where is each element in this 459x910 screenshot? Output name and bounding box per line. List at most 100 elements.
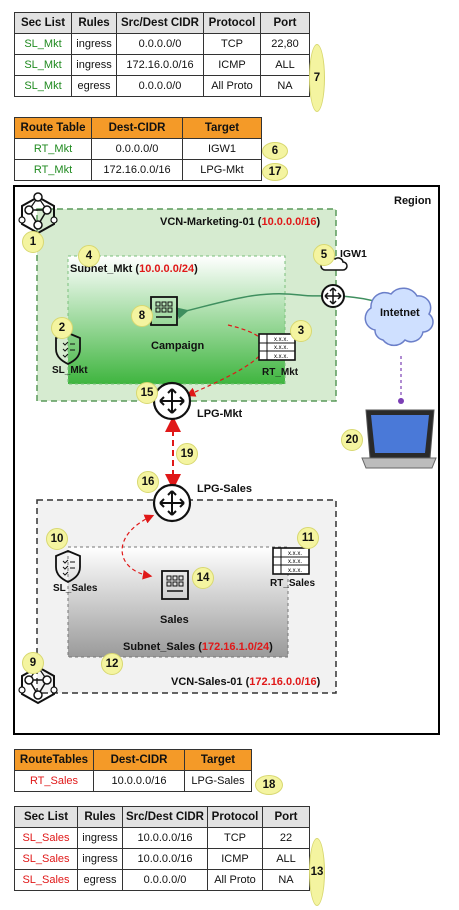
step-badge: 11 [297, 527, 319, 549]
cell: 22,80 [260, 33, 310, 55]
cell: All Proto [203, 75, 261, 97]
lpg-sales-to-sales-line [121, 514, 155, 580]
region-label: Region [394, 195, 432, 207]
step-badge: 16 [137, 471, 159, 493]
step-badge: 7 [309, 44, 325, 112]
lpg-sales-router-icon [152, 483, 192, 523]
subnet-cidr: 172.16.1.0/24 [201, 641, 270, 653]
cell: egress [77, 869, 123, 891]
subnet-sales-label: Subnet_Sales (172.16.1.0/24) [123, 641, 273, 653]
route-table-sales-table: RouteTables Dest-CIDR Target RT_Sales 10… [14, 749, 252, 792]
svg-text:x.x.x.: x.x.x. [288, 551, 302, 557]
vcn-cidr: 172.16.0.0/16 [249, 676, 317, 688]
svg-text:x.x.x.: x.x.x. [288, 568, 302, 574]
col-header: Src/Dest CIDR [122, 806, 208, 828]
cell: 0.0.0.0/0 [122, 869, 208, 891]
step-badge: 8 [131, 305, 153, 327]
col-header: Sec List [14, 806, 78, 828]
cell: ingress [71, 33, 117, 55]
rt-mkt-label: RT_Mkt [262, 367, 299, 378]
col-header: Rules [77, 806, 123, 828]
igw-router-icon [320, 256, 348, 308]
step-badge: 20 [341, 429, 363, 451]
laptop-icon [361, 409, 437, 469]
cell: TCP [207, 827, 263, 849]
step-badge: 10 [46, 528, 68, 550]
cell: 10.0.0.0/16 [122, 848, 208, 870]
step-badge: 6 [262, 142, 288, 160]
cell: NA [262, 869, 310, 891]
cell: IGW1 [182, 138, 262, 160]
col-header: Route Table [14, 117, 92, 139]
cell: ICMP [207, 848, 263, 870]
step-badge: 18 [255, 775, 283, 795]
cell: ICMP [203, 54, 261, 76]
sl-sales-label: SL_Sales [53, 583, 98, 594]
col-header: RouteTables [14, 749, 94, 771]
col-header: Dest-CIDR [93, 749, 185, 771]
cell: All Proto [207, 869, 263, 891]
step-badge: 3 [290, 320, 312, 342]
step-badge: 4 [78, 245, 100, 267]
lpg-sales-label: LPG-Sales [197, 483, 253, 495]
vcn-name: VCN-Sales-01 [171, 676, 243, 688]
svg-text:x.x.x.: x.x.x. [274, 354, 288, 360]
svg-text:x.x.x.: x.x.x. [288, 559, 302, 565]
col-header: Target [182, 117, 262, 139]
cell: RT_Sales [14, 770, 94, 792]
subnet-sales-boundary [67, 546, 289, 658]
igw-label: IGW1 [340, 248, 367, 260]
route-table-icon: x.x.x. x.x.x. x.x.x. [272, 547, 310, 575]
security-list-shield-icon [55, 550, 81, 584]
col-header: Rules [71, 12, 117, 34]
subnet-cidr: 10.0.0.0/24 [139, 263, 195, 275]
route-table-icon: x.x.x. x.x.x. x.x.x. [258, 333, 296, 361]
col-header: Dest-CIDR [91, 117, 183, 139]
col-header: Target [184, 749, 252, 771]
cell: LPG-Sales [184, 770, 252, 792]
internet-cloud-icon [364, 287, 434, 347]
step-badge: 5 [313, 244, 335, 266]
step-badge: 1 [22, 231, 44, 253]
lpg-mkt-router-icon [152, 381, 192, 421]
step-badge: 17 [262, 163, 288, 181]
sec-list-mkt-table: Sec List Rules Src/Dest CIDR Protocol Po… [14, 12, 310, 97]
step-badge: 14 [192, 567, 214, 589]
vcn-name: VCN-Marketing-01 [160, 216, 255, 228]
security-list-shield-icon [55, 332, 81, 366]
col-header: Src/Dest CIDR [116, 12, 204, 34]
table-row: SL_Sales egress 0.0.0.0/0 All Proto NA [14, 869, 310, 891]
cell: SL_Sales [14, 827, 78, 849]
step-badge: 12 [101, 653, 123, 675]
cell: ALL [262, 848, 310, 870]
cell: 0.0.0.0/0 [116, 75, 204, 97]
step-badge: 2 [51, 317, 73, 339]
table-row: RT_Mkt 172.16.0.0/16 LPG-Mkt [14, 159, 262, 181]
lpg-mkt-label: LPG-Mkt [197, 408, 243, 420]
cell: NA [260, 75, 310, 97]
cell: LPG-Mkt [182, 159, 262, 181]
table-row: RT_Sales 10.0.0.0/16 LPG-Sales [14, 770, 252, 792]
sl-mkt-label: SL_Mkt [52, 365, 88, 376]
cell: 0.0.0.0/0 [116, 33, 204, 55]
cell: SL_Sales [14, 869, 78, 891]
vcn-mkt-label: VCN-Marketing-01 (10.0.0.0/16) [160, 216, 321, 228]
table-row: SL_Mkt ingress 0.0.0.0/0 TCP 22,80 [14, 33, 310, 55]
campaign-label: Campaign [151, 340, 205, 352]
cell: 172.16.0.0/16 [91, 159, 183, 181]
svg-text:x.x.x.: x.x.x. [274, 337, 288, 343]
table-row: RT_Mkt 0.0.0.0/0 IGW1 [14, 138, 262, 160]
sales-label: Sales [160, 614, 189, 626]
col-header: Protocol [203, 12, 261, 34]
col-header: Sec List [14, 12, 72, 34]
cell: 10.0.0.0/16 [93, 770, 185, 792]
cell: SL_Mkt [14, 75, 72, 97]
step-badge: 13 [309, 838, 325, 906]
step-badge: 19 [176, 443, 198, 465]
vcn-cidr: 10.0.0.0/16 [261, 216, 317, 228]
subnet-name: Subnet_Mkt [70, 263, 133, 275]
sales-server-icon [161, 570, 189, 600]
col-header: Protocol [207, 806, 263, 828]
step-badge: 9 [22, 652, 44, 674]
